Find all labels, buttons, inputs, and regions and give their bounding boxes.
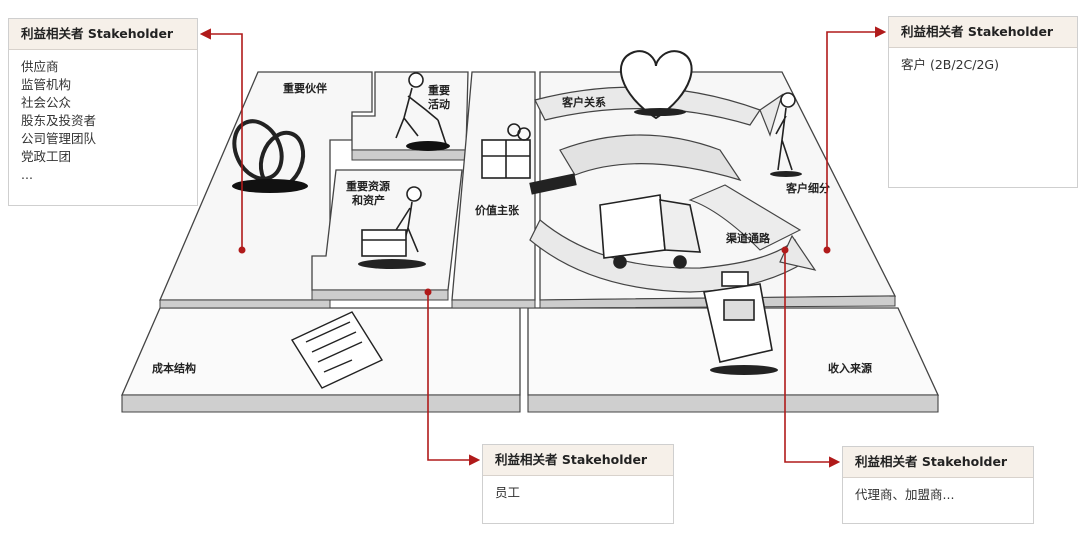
list-item: 监管机构	[21, 77, 72, 92]
list-item: 党政工团	[21, 149, 72, 164]
list-item: ...	[21, 167, 33, 182]
connector-dots	[238, 246, 831, 296]
heart-icon	[619, 50, 693, 120]
label-key-resources-2: 和资产	[352, 193, 385, 207]
value-proposition-block	[451, 71, 536, 309]
list-item: 供应商	[21, 59, 59, 74]
card-body: 供应商 监管机构 社会公众 股东及投资者 公司管理团队 党政工团 ...	[9, 50, 197, 192]
card-header: 利益相关者 Stakeholder	[483, 445, 673, 476]
list-item: 股东及投资者	[21, 113, 97, 128]
rings-icon	[232, 119, 308, 193]
label-key-resources-1: 重要资源	[346, 179, 390, 193]
list-item: 客户 (2B/2C/2G)	[901, 57, 999, 72]
worker-with-box-icon	[358, 186, 426, 269]
label-revenue-streams: 收入来源	[828, 361, 872, 375]
worker-digging-icon	[395, 72, 450, 151]
key-activities-block	[351, 71, 469, 161]
gift-box-icon	[481, 123, 577, 195]
label-key-activities-2: 活动	[428, 97, 450, 111]
label-cost-structure: 成本结构	[152, 361, 196, 375]
card-header: 利益相关者 Stakeholder	[9, 19, 197, 50]
person-standing-icon	[770, 92, 802, 177]
connector-top-left	[199, 28, 243, 250]
list-item: 社会公众	[21, 95, 72, 110]
stakeholder-card-bottom-right: 利益相关者 Stakeholder 代理商、加盟商...	[842, 446, 1034, 524]
document-icon	[290, 311, 384, 389]
list-item: 代理商、加盟商...	[855, 487, 955, 502]
card-body: 客户 (2B/2C/2G)	[889, 48, 1077, 82]
stakeholder-card-top-left: 利益相关者 Stakeholder 供应商 监管机构 社会公众 股东及投资者 公…	[8, 18, 198, 206]
connector-top-right	[826, 26, 887, 250]
list-item: 员工	[495, 485, 521, 500]
label-key-partners: 重要伙伴	[283, 81, 327, 95]
card-body: 代理商、加盟商...	[843, 478, 1033, 512]
truck-icon	[599, 194, 702, 269]
connector-bottom-right	[784, 250, 841, 468]
card-header: 利益相关者 Stakeholder	[889, 17, 1077, 48]
label-channels: 渠道通路	[726, 231, 771, 245]
connector-bottom-mid	[427, 292, 481, 466]
card-body: 员工	[483, 476, 673, 510]
label-value-proposition: 价值主张	[475, 203, 520, 217]
cash-register-icon	[703, 271, 778, 375]
label-customer-relationships: 客户关系	[561, 95, 606, 109]
label-key-activities-1: 重要	[428, 83, 450, 97]
stakeholder-card-bottom-mid: 利益相关者 Stakeholder 员工	[482, 444, 674, 524]
list-item: 公司管理团队	[21, 131, 97, 146]
connectors	[199, 26, 887, 468]
card-header: 利益相关者 Stakeholder	[843, 447, 1033, 478]
label-customer-segments: 客户细分	[785, 181, 830, 195]
stakeholder-card-top-right: 利益相关者 Stakeholder 客户 (2B/2C/2G)	[888, 16, 1078, 188]
